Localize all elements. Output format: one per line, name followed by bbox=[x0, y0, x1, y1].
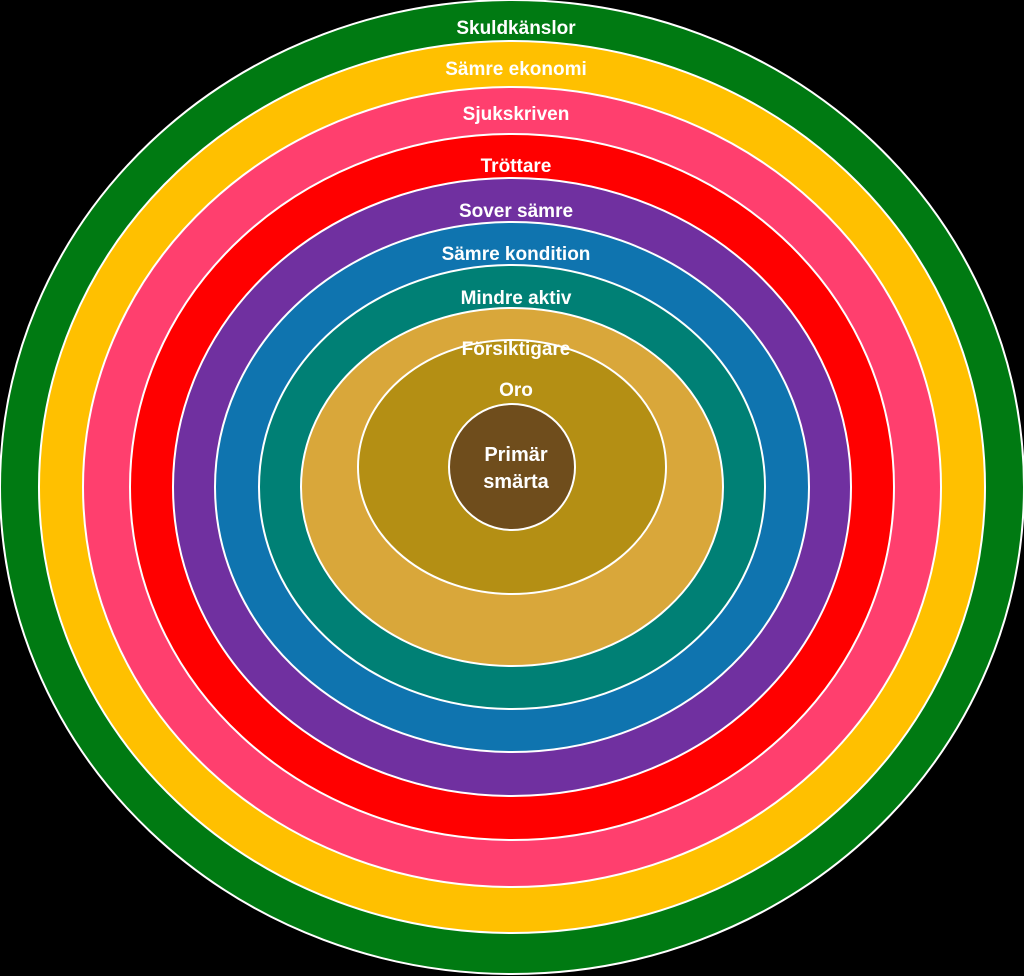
core-circle bbox=[448, 403, 576, 531]
core-label-line2: smärta bbox=[483, 471, 549, 493]
ring-label-8: Försiktigare bbox=[462, 339, 571, 360]
core-label-line1: Primär bbox=[484, 444, 548, 466]
ring-label-4: Tröttare bbox=[481, 156, 552, 177]
ring-label-1: Skuldkänslor bbox=[456, 18, 576, 39]
ring-label-2: Sämre ekonomi bbox=[445, 59, 587, 80]
ring-label-7: Mindre aktiv bbox=[461, 288, 572, 309]
ring-label-3: Sjukskriven bbox=[463, 104, 570, 125]
ring-label-5: Sover sämre bbox=[459, 201, 573, 222]
ring-label-6: Sämre kondition bbox=[442, 244, 591, 265]
ring-label-9: Oro bbox=[499, 380, 533, 401]
